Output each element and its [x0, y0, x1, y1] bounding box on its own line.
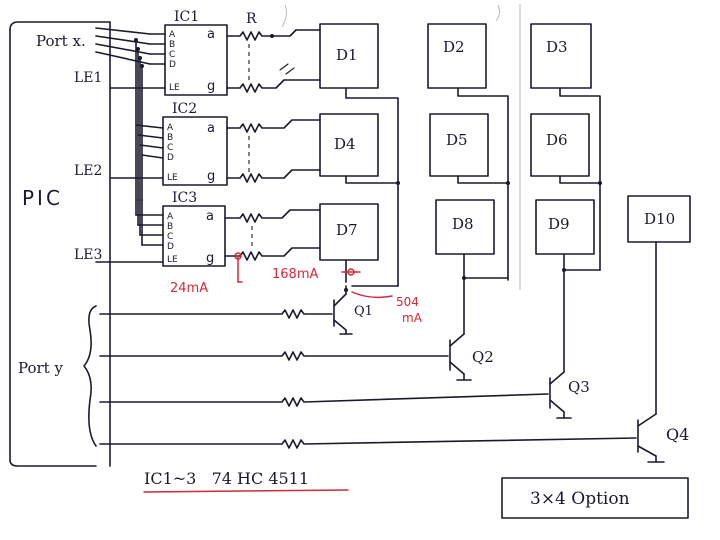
pic-label: PIC: [22, 186, 63, 210]
port-x-label: Port x.: [36, 32, 86, 50]
ic2-label: IC2: [172, 101, 197, 117]
ic1-pin-a: A: [169, 30, 176, 40]
ic1-pin-c: C: [169, 50, 175, 60]
ic3-pin-c: C: [167, 232, 173, 242]
ic1-pin-d: D: [169, 60, 176, 70]
segment-current-label: 24mA: [170, 281, 208, 296]
display-d4: D4: [319, 113, 379, 177]
display-d8: D8: [435, 199, 495, 255]
display-d10: D10: [627, 195, 691, 243]
common-wiring: [345, 87, 657, 415]
segment-wiring-row2: [226, 119, 321, 183]
d4-label: D4: [334, 135, 356, 153]
ic2-pin-le: LE: [167, 173, 178, 183]
port-y-brace: [83, 305, 97, 447]
q3-drive: Q3: [99, 371, 590, 419]
q3-label: Q3: [568, 378, 590, 396]
ic1-pin-b: B: [169, 40, 175, 50]
ic2-pin-a: A: [167, 123, 174, 133]
q4-label: Q4: [666, 425, 689, 444]
ic1-label: IC1: [174, 9, 199, 25]
ic3: IC3 A B C D LE a g: [95, 190, 226, 267]
display-d3: D3: [530, 23, 592, 89]
ic-part-note: IC1~3 74 HC 4511: [143, 469, 349, 493]
pic-block: PIC: [9, 21, 111, 467]
d10-label: D10: [644, 210, 675, 228]
le3-label: LE3: [74, 247, 102, 263]
ic2-pin-seg-g: g: [207, 169, 215, 184]
q2-drive: Q2: [99, 333, 494, 381]
d5-label: D5: [446, 131, 468, 149]
segment-wiring-row1: R: [226, 11, 321, 93]
display-d9: D9: [535, 199, 595, 255]
ic3-pin-a: A: [167, 212, 174, 222]
display-d6: D6: [530, 113, 590, 177]
current-annotations: 24mA 168mA 504 mA: [170, 252, 423, 325]
q1-drive: Q1: [99, 285, 373, 335]
q2-label: Q2: [472, 348, 494, 366]
ic2-pin-b: B: [167, 133, 173, 143]
d8-label: D8: [452, 215, 474, 233]
display-d1: D1: [319, 23, 379, 89]
q1-label: Q1: [354, 304, 373, 319]
port-x-bus: [95, 27, 151, 201]
display-d5: D5: [429, 113, 489, 177]
d6-label: D6: [546, 131, 568, 149]
sketch-guides: [281, 4, 521, 290]
segment-wiring-row3: [224, 209, 321, 261]
ic3-pin-d: D: [167, 242, 174, 252]
display-d2: D2: [427, 23, 487, 89]
ic1: IC1 A B C D LE a g: [109, 9, 228, 96]
le2-label: LE2: [74, 163, 102, 179]
option-box: 3×4 Option: [501, 477, 689, 519]
ic2: IC2 A B C D LE a g: [109, 101, 228, 186]
d2-label: D2: [443, 38, 465, 56]
ic1-pin-le: LE: [169, 83, 180, 93]
ic3-label: IC3: [172, 190, 197, 206]
ic1-pin-seg-g: g: [207, 79, 215, 94]
ic2-pin-c: C: [167, 143, 173, 153]
ic1-pin-seg-a: a: [207, 27, 215, 42]
column-current-value: 504: [396, 295, 419, 309]
ic2-pin-seg-a: a: [207, 121, 215, 136]
le1-label: LE1: [74, 70, 102, 86]
ic3-pin-seg-g: g: [206, 251, 214, 266]
ic-part-label: IC1~3 74 HC 4511: [144, 469, 309, 488]
d3-label: D3: [546, 38, 568, 56]
display-d7: D7: [319, 203, 379, 261]
port-y-label: Port y: [18, 359, 63, 377]
ic3-pin-seg-a: a: [206, 209, 214, 224]
digit-current-label: 168mA: [272, 267, 318, 282]
d1-label: D1: [336, 46, 358, 64]
ic3-pin-b: B: [167, 222, 173, 232]
d9-label: D9: [548, 215, 570, 233]
resistor-label: R: [246, 11, 257, 27]
option-label: 3×4 Option: [530, 489, 630, 509]
ic2-pin-d: D: [167, 153, 174, 163]
ic3-pin-le: LE: [167, 255, 178, 265]
q4-drive: Q4: [99, 413, 689, 463]
d7-label: D7: [336, 221, 358, 239]
column-current-unit: mA: [402, 311, 423, 325]
